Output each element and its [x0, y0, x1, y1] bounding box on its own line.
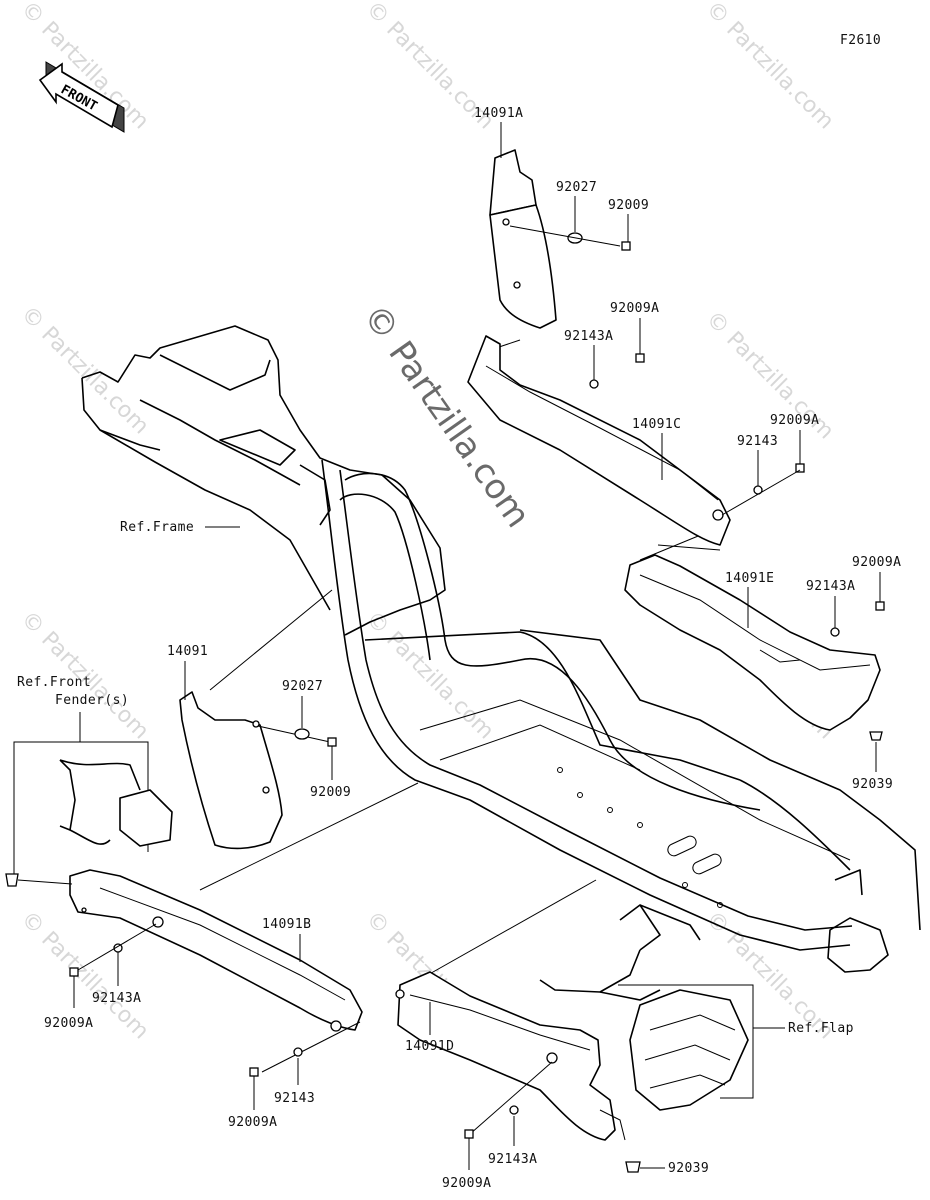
part-14091D-drawing [395, 971, 626, 1141]
label-92009A-4: 92009A [44, 1016, 93, 1031]
part-14091-drawing [179, 691, 283, 850]
rivet-92039-right [869, 731, 883, 741]
flap-ref-drawing [539, 904, 749, 1111]
watermark-text: © Partzilla.com [16, 302, 154, 440]
label-14091A: 14091A [474, 106, 523, 121]
label-92143A-4: 92143A [488, 1152, 537, 1167]
ref-front-fender-line1: Ref.Front [17, 675, 91, 690]
watermark-text: © Partzilla.com [361, 607, 499, 745]
label-92009A-5: 92009A [228, 1115, 277, 1130]
nut-92143A-3 [113, 943, 123, 953]
part-14091B-drawing [69, 869, 363, 1032]
bolt-92009A-4 [69, 967, 79, 977]
front-fender-ref-drawing [59, 759, 173, 847]
ref-frame-label: Ref.Frame [120, 520, 194, 535]
label-92143A-2: 92143A [806, 579, 855, 594]
nut-92143A-1 [589, 379, 599, 389]
ref-front-fender-line2: Fender(s) [55, 693, 129, 708]
label-92009A-3: 92009A [852, 555, 901, 570]
label-92009-mid: 92009 [310, 785, 351, 800]
label-92009A-2: 92009A [770, 413, 819, 428]
label-92143A-1: 92143A [564, 329, 613, 344]
label-92009A-6: 92009A [442, 1176, 491, 1191]
label-92027-mid: 92027 [282, 679, 323, 694]
label-14091: 14091 [167, 644, 208, 659]
part-14091A-drawing [489, 149, 557, 329]
nut-92143A-2 [830, 627, 840, 637]
rivet-left-end [5, 873, 19, 887]
nut-92143A-4 [509, 1105, 519, 1115]
ref-flap-label: Ref.Flap [788, 1021, 854, 1036]
bolt-92009A-2 [795, 463, 805, 473]
bolt-92009A-1 [635, 353, 645, 363]
part-14091E-drawing [624, 554, 881, 731]
label-92009-top: 92009 [608, 198, 649, 213]
bolt-92009-top [621, 241, 631, 251]
rivet-92039-bottom [625, 1161, 641, 1173]
watermark-text: © Partzilla.com [16, 0, 154, 134]
figure-code: F2610 [840, 33, 881, 48]
label-14091C: 14091C [632, 417, 681, 432]
nut-92143-2 [293, 1047, 303, 1057]
bolt-92009A-6 [464, 1129, 474, 1139]
label-92143-2: 92143 [274, 1091, 315, 1106]
label-92009A-1: 92009A [610, 301, 659, 316]
label-92143-1: 92143 [737, 434, 778, 449]
vehicle-frame [81, 325, 921, 986]
label-92039-right: 92039 [852, 777, 893, 792]
watermark-text: © Partzilla.com [701, 0, 839, 134]
bolt-92009A-3 [875, 601, 885, 611]
bolt-92009-mid [327, 737, 337, 747]
label-14091D: 14091D [405, 1039, 454, 1054]
label-92027-top: 92027 [556, 180, 597, 195]
label-92143A-3: 92143A [92, 991, 141, 1006]
washer-92027-mid [294, 728, 310, 740]
bolt-92009A-5 [249, 1067, 259, 1077]
label-14091B: 14091B [262, 917, 311, 932]
label-14091E: 14091E [725, 571, 774, 586]
label-92039-bottom: 92039 [668, 1161, 709, 1176]
